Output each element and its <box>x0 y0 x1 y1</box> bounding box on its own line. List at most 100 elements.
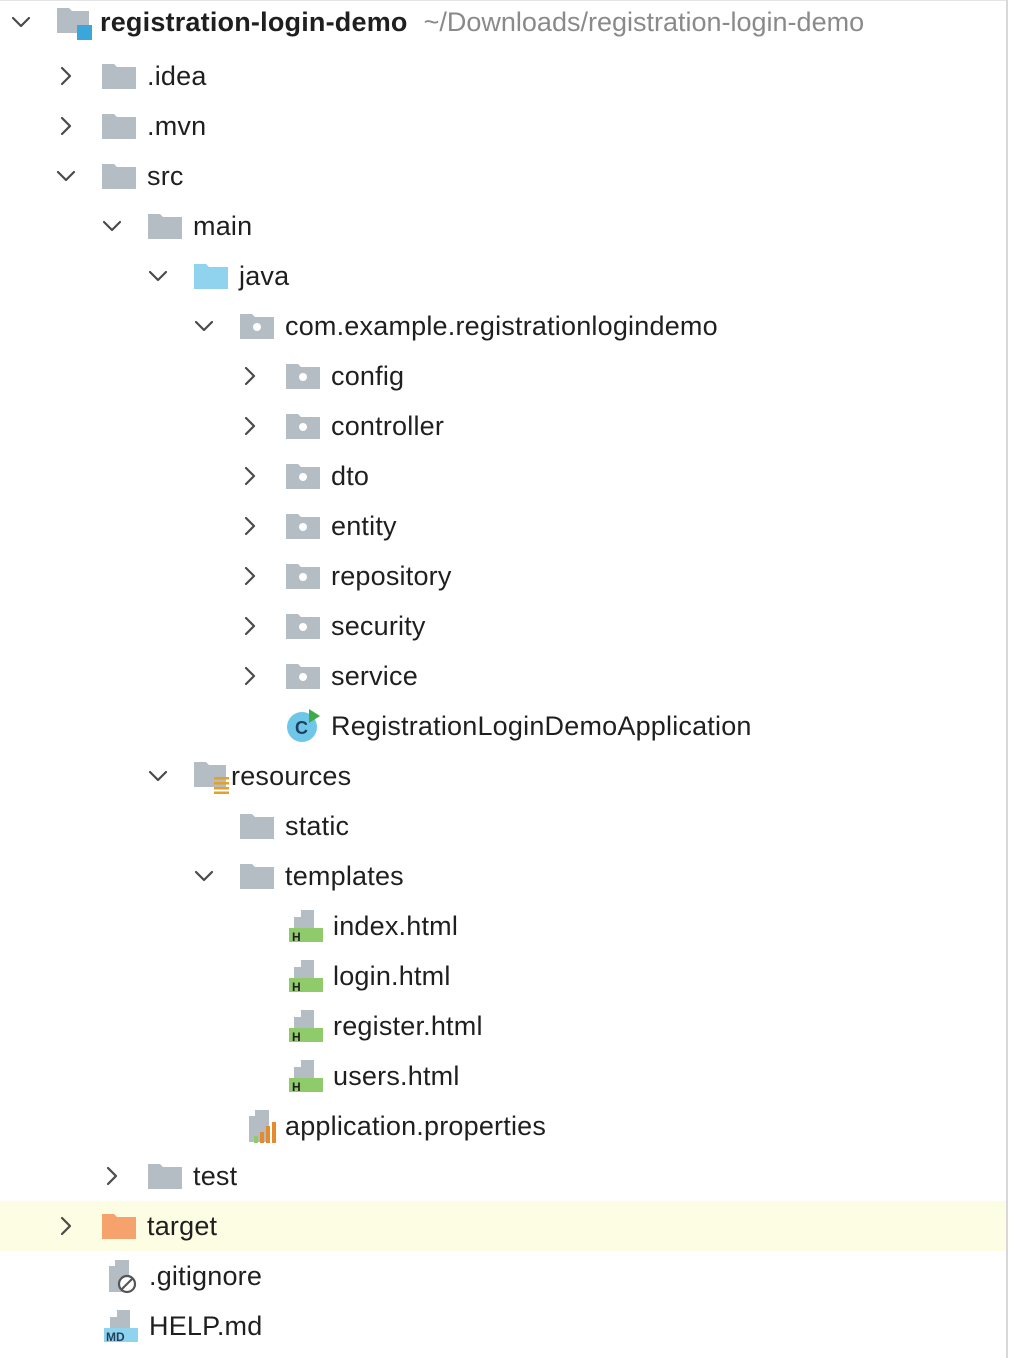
tree-row[interactable]: src <box>0 151 1006 201</box>
tree-row-label: templates <box>285 860 404 891</box>
package-icon <box>285 458 321 494</box>
tree-row[interactable]: main <box>0 201 1006 251</box>
chevron-right-icon[interactable] <box>239 565 261 587</box>
tree-row-label: .mvn <box>147 110 207 141</box>
tree-row[interactable]: .gitignore <box>0 1251 1006 1301</box>
tree-row-label: register.html <box>333 1010 483 1041</box>
markdown-file-icon <box>103 1308 139 1344</box>
folder-icon <box>101 58 137 94</box>
folder-icon <box>239 858 275 894</box>
resources-root-folder-icon <box>193 758 229 794</box>
chevron-right-icon[interactable] <box>55 115 77 137</box>
package-icon <box>285 358 321 394</box>
folder-icon <box>101 158 137 194</box>
tree-row[interactable]: entity <box>0 501 1006 551</box>
folder-icon <box>239 808 275 844</box>
package-icon <box>285 608 321 644</box>
chevron-right-icon[interactable] <box>239 515 261 537</box>
tree-row-label: entity <box>331 510 397 541</box>
tree-row[interactable]: .mvn <box>0 101 1006 151</box>
tree-row[interactable]: dto <box>0 451 1006 501</box>
chevron-down-icon[interactable] <box>147 765 169 787</box>
tree-row-label: service <box>331 660 418 691</box>
chevron-down-icon[interactable] <box>193 865 215 887</box>
tree-row[interactable]: controller <box>0 401 1006 451</box>
tree-row-label: controller <box>331 410 445 441</box>
tree-row[interactable]: service <box>0 651 1006 701</box>
tree-row[interactable]: application.properties <box>0 1101 1006 1151</box>
source-root-folder-icon <box>193 258 229 294</box>
tree-row-label: security <box>331 610 426 641</box>
tree-row-label: main <box>193 210 253 241</box>
tree-row[interactable]: .idea <box>0 51 1006 101</box>
chevron-down-icon[interactable] <box>55 165 77 187</box>
html-file-icon <box>287 1008 323 1044</box>
tree-row-label: .gitignore <box>149 1260 263 1291</box>
tree-row[interactable]: register.html <box>0 1001 1006 1051</box>
tree-row-label: users.html <box>333 1060 460 1091</box>
tree-row-label: dto <box>331 460 370 491</box>
chevron-down-icon[interactable] <box>10 11 32 33</box>
tree-row-label: src <box>147 160 184 191</box>
tree-row-label: repository <box>331 560 452 591</box>
html-file-icon <box>287 958 323 994</box>
properties-file-icon <box>243 1108 279 1144</box>
package-icon <box>239 308 275 344</box>
project-name: registration-login-demo <box>100 6 408 37</box>
chevron-right-icon[interactable] <box>101 1165 123 1187</box>
scrollbar[interactable] <box>1006 0 1014 1358</box>
tree-row-project-root[interactable]: registration-login-demo ~/Downloads/regi… <box>0 0 1006 51</box>
tree-row[interactable]: static <box>0 801 1006 851</box>
chevron-right-icon[interactable] <box>55 1215 77 1237</box>
package-icon <box>285 558 321 594</box>
package-icon <box>285 658 321 694</box>
tree-row[interactable]: HELP.md <box>0 1301 1006 1351</box>
chevron-right-icon[interactable] <box>239 665 261 687</box>
folder-icon <box>147 1158 183 1194</box>
tree-row-label: target <box>147 1210 218 1241</box>
package-icon <box>285 508 321 544</box>
excluded-folder-icon <box>101 1208 137 1244</box>
tree-row[interactable]: resources <box>0 751 1006 801</box>
chevron-right-icon[interactable] <box>239 365 261 387</box>
tree-row[interactable]: users.html <box>0 1051 1006 1101</box>
tree-row-label: resources <box>231 760 352 791</box>
tree-row[interactable]: index.html <box>0 901 1006 951</box>
chevron-right-icon[interactable] <box>239 615 261 637</box>
module-folder-icon <box>56 4 92 40</box>
tree-row[interactable]: test <box>0 1151 1006 1201</box>
tree-row-label: java <box>239 260 290 291</box>
tree-row-label: index.html <box>333 910 459 941</box>
tree-row-label: static <box>285 810 350 841</box>
java-class-run-icon <box>285 708 321 744</box>
tree-row-label: login.html <box>333 960 451 991</box>
tree-row-label: test <box>193 1160 238 1191</box>
chevron-down-icon[interactable] <box>147 265 169 287</box>
html-file-icon <box>287 908 323 944</box>
folder-icon <box>101 108 137 144</box>
tree-row[interactable]: java <box>0 251 1006 301</box>
tree-row-label: application.properties <box>285 1110 547 1141</box>
tree-row[interactable]: security <box>0 601 1006 651</box>
tree-row[interactable]: config <box>0 351 1006 401</box>
chevron-right-icon[interactable] <box>55 65 77 87</box>
tree-row[interactable]: com.example.registrationlogindemo <box>0 301 1006 351</box>
tree-row-label: RegistrationLoginDemoApplication <box>331 710 752 741</box>
tree-row-label: com.example.registrationlogindemo <box>285 310 718 341</box>
chevron-right-icon[interactable] <box>239 465 261 487</box>
chevron-right-icon[interactable] <box>239 415 261 437</box>
tree-row[interactable]: templates <box>0 851 1006 901</box>
chevron-down-icon[interactable] <box>101 215 123 237</box>
tree-row-selected[interactable]: target <box>0 1201 1006 1251</box>
chevron-down-icon[interactable] <box>193 315 215 337</box>
folder-icon <box>147 208 183 244</box>
tree-row-label: .idea <box>147 60 207 91</box>
tree-row-label: config <box>331 360 405 391</box>
project-path: ~/Downloads/registration-login-demo <box>423 6 865 37</box>
tree-row[interactable]: login.html <box>0 951 1006 1001</box>
tree-row[interactable]: repository <box>0 551 1006 601</box>
package-icon <box>285 408 321 444</box>
tree-row[interactable]: RegistrationLoginDemoApplication <box>0 701 1006 751</box>
ignored-file-icon <box>103 1258 139 1294</box>
